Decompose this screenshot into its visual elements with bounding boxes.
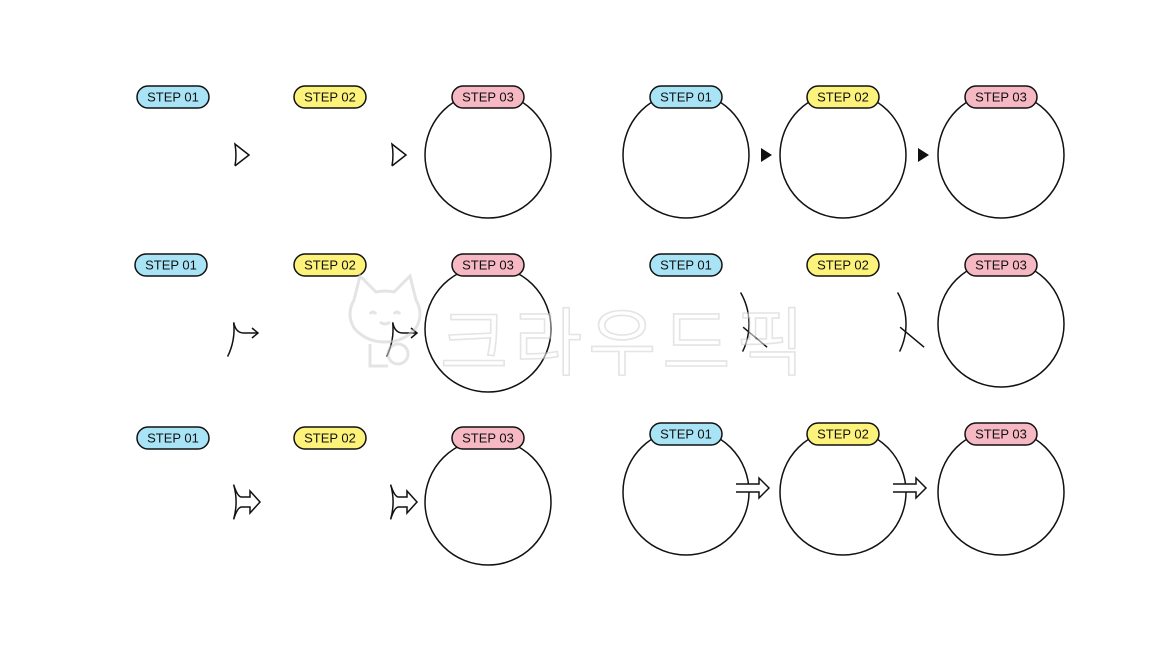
step-group-6: STEP 01 STEP 02 STEP 03: [622, 422, 1065, 556]
step-badge-2: [293, 426, 367, 450]
step-label: STEP 01: [660, 427, 712, 442]
connector-line: [391, 322, 417, 334]
step-label: STEP 01: [660, 90, 712, 105]
step-circle: [622, 91, 750, 219]
step-label: STEP 03: [975, 90, 1027, 105]
connector-line: [899, 326, 925, 348]
step-circle: [389, 484, 419, 520]
step-badge-2: [806, 85, 880, 109]
step-group-1: STEP 01 STEP 02 STEP 03: [136, 85, 552, 219]
arrow-icon: [251, 327, 260, 339]
step-group-3: STEP 01 STEP 02 STEP 03: [134, 253, 552, 393]
step-circle: [424, 265, 552, 393]
step-label: STEP 03: [462, 431, 514, 446]
triangle-arrow-icon: [918, 148, 929, 162]
step-label: STEP 01: [660, 258, 712, 273]
step-circle: [937, 260, 1065, 388]
step-label: STEP 02: [304, 431, 356, 446]
step-badge-3: [964, 253, 1038, 277]
step-circle: [779, 428, 907, 556]
block-arrow-icon: [736, 476, 771, 500]
step-label: STEP 01: [145, 258, 197, 273]
step-label: STEP 01: [147, 90, 199, 105]
step-circle: [937, 91, 1065, 219]
step-badge-1: [136, 426, 210, 450]
step-badge-1: [649, 253, 723, 277]
step-circle: [424, 438, 552, 566]
step-circle: [622, 428, 750, 556]
step-badge-2: [293, 253, 367, 277]
block-arrow-icon: [893, 476, 928, 500]
step-label: STEP 02: [304, 90, 356, 105]
step-badge-2: [806, 253, 880, 277]
step-circle: [232, 484, 262, 520]
step-badge-3: [964, 422, 1038, 446]
step-label: STEP 01: [147, 431, 199, 446]
step-label: STEP 02: [304, 258, 356, 273]
step-circle: [779, 91, 907, 219]
step-badge-3: [964, 85, 1038, 109]
step-badge-3: [451, 253, 525, 277]
step-circle: [385, 322, 394, 357]
step-group-5: STEP 01 STEP 02 STEP 03: [136, 426, 552, 566]
step-badge-1: [649, 85, 723, 109]
step-badge-3: [451, 85, 525, 109]
step-label: STEP 03: [462, 258, 514, 273]
connector-line: [742, 326, 768, 348]
step-circle: [233, 142, 251, 167]
step-badge-1: [134, 253, 208, 277]
step-label: STEP 03: [975, 258, 1027, 273]
step-label: STEP 03: [462, 90, 514, 105]
step-group-2: STEP 01 STEP 02 STEP 03: [622, 85, 1065, 219]
step-label: STEP 02: [817, 90, 869, 105]
triangle-arrow-icon: [761, 148, 772, 162]
step-label: STEP 02: [817, 427, 869, 442]
step-label: STEP 02: [817, 258, 869, 273]
step-circle: [739, 292, 750, 352]
step-circle: [937, 428, 1065, 556]
step-circle: [226, 322, 235, 357]
step-badge-2: [293, 85, 367, 109]
step-circle: [896, 292, 907, 352]
connector-line: [232, 322, 258, 334]
step-label: STEP 03: [975, 427, 1027, 442]
step-badge-1: [649, 422, 723, 446]
step-circle: [390, 142, 408, 167]
step-badge-3: [451, 426, 525, 450]
step-badge-1: [136, 85, 210, 109]
step-badge-2: [806, 422, 880, 446]
step-circle: [424, 91, 552, 219]
step-group-4: STEP 01 STEP 02 STEP 03: [649, 253, 1065, 388]
